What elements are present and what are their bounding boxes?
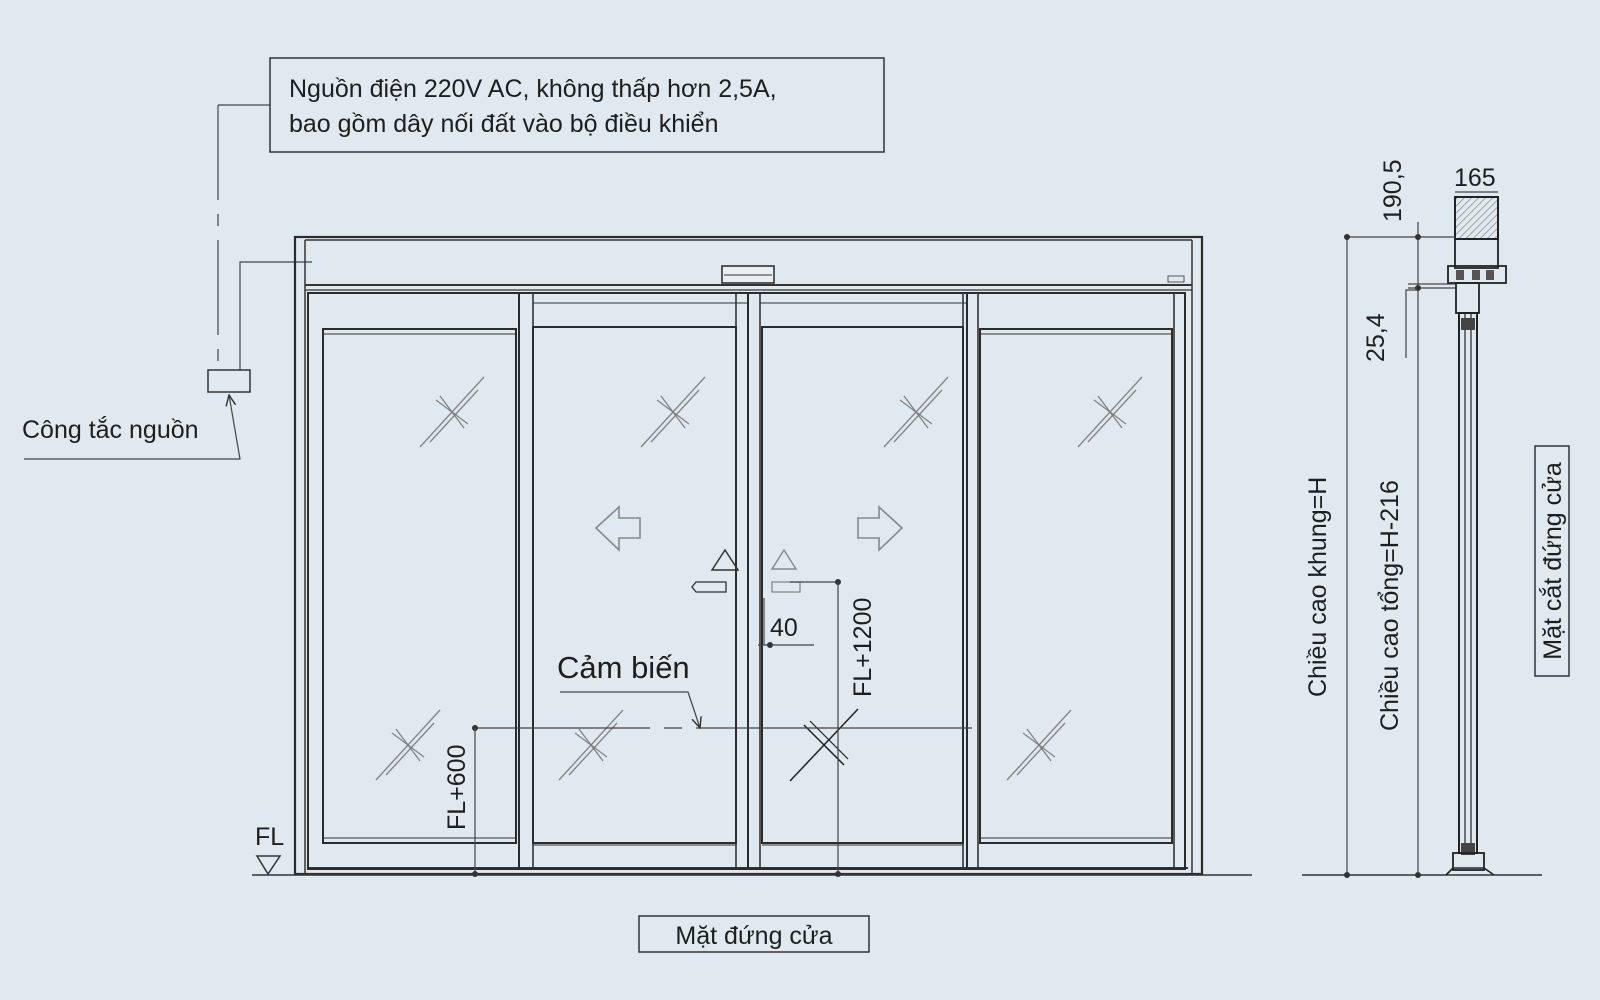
sensor-label: Cảm biến [557, 650, 690, 685]
sensor-callout: Cảm biến [472, 650, 972, 731]
dimension-fl1200: FL+1200 [790, 579, 877, 877]
floor-level-icon [255, 855, 282, 876]
open-left-arrow-icon [594, 505, 641, 552]
dimension-fl600: FL+600 [443, 728, 478, 877]
sliding-panel-left [518, 292, 749, 870]
dimension-40: 40 [758, 598, 814, 648]
triangle-marker-icon [710, 548, 740, 571]
glass-markers [375, 376, 1143, 782]
fixed-panel-left [307, 292, 520, 870]
dim-190-label: 190,5 [1379, 159, 1407, 222]
floor-level-label: FL [255, 823, 284, 851]
power-note: Nguồn điện 220V AC, không thấp hơn 2,5A,… [269, 57, 885, 153]
section-view-title: Mặt cắt đứng cửa [1538, 462, 1567, 660]
triangle-marker-icon [770, 548, 798, 570]
leaf-section [1458, 312, 1478, 854]
power-note-line2: bao gồm dây nối đất vào bộ điều khiển [289, 110, 718, 138]
frame-height-label: Chiều cao khung=H [1304, 477, 1332, 697]
door-front-elevation [293, 235, 1204, 876]
fl600-label: FL+600 [443, 745, 471, 831]
power-leader [217, 104, 312, 370]
sliding-panel-right [747, 292, 968, 870]
power-switch-box [207, 369, 251, 393]
front-view-title: Mặt đứng cửa [675, 922, 832, 950]
front-view-caption: Mặt đứng cửa [638, 915, 870, 953]
dim-40-label: 40 [770, 614, 798, 642]
fl1200-label: FL+1200 [849, 598, 877, 697]
header-profile [1454, 196, 1499, 240]
stile-markers [691, 548, 801, 593]
dim-165-label: 165 [1454, 164, 1496, 192]
power-switch-label: Công tắc nguồn [22, 415, 199, 444]
direction-arrows [594, 505, 904, 552]
power-note-line1: Nguồn điện 220V AC, không thấp hơn 2,5A, [289, 75, 777, 103]
open-right-arrow-icon [857, 505, 904, 552]
total-height-label: Chiều cao tổng=H-216 [1376, 480, 1404, 731]
power-switch: Công tắc nguồn [22, 369, 251, 460]
floor-level: FL [252, 823, 1252, 876]
fixed-panel-right [966, 292, 1186, 870]
door-section-view: 190,5 25,4 165 Chiều cao khung=H Chiều c… [1302, 159, 1542, 878]
dim-25-label: 25,4 [1362, 313, 1390, 362]
section-view-caption: Mặt cắt đứng cửa [1534, 445, 1570, 677]
